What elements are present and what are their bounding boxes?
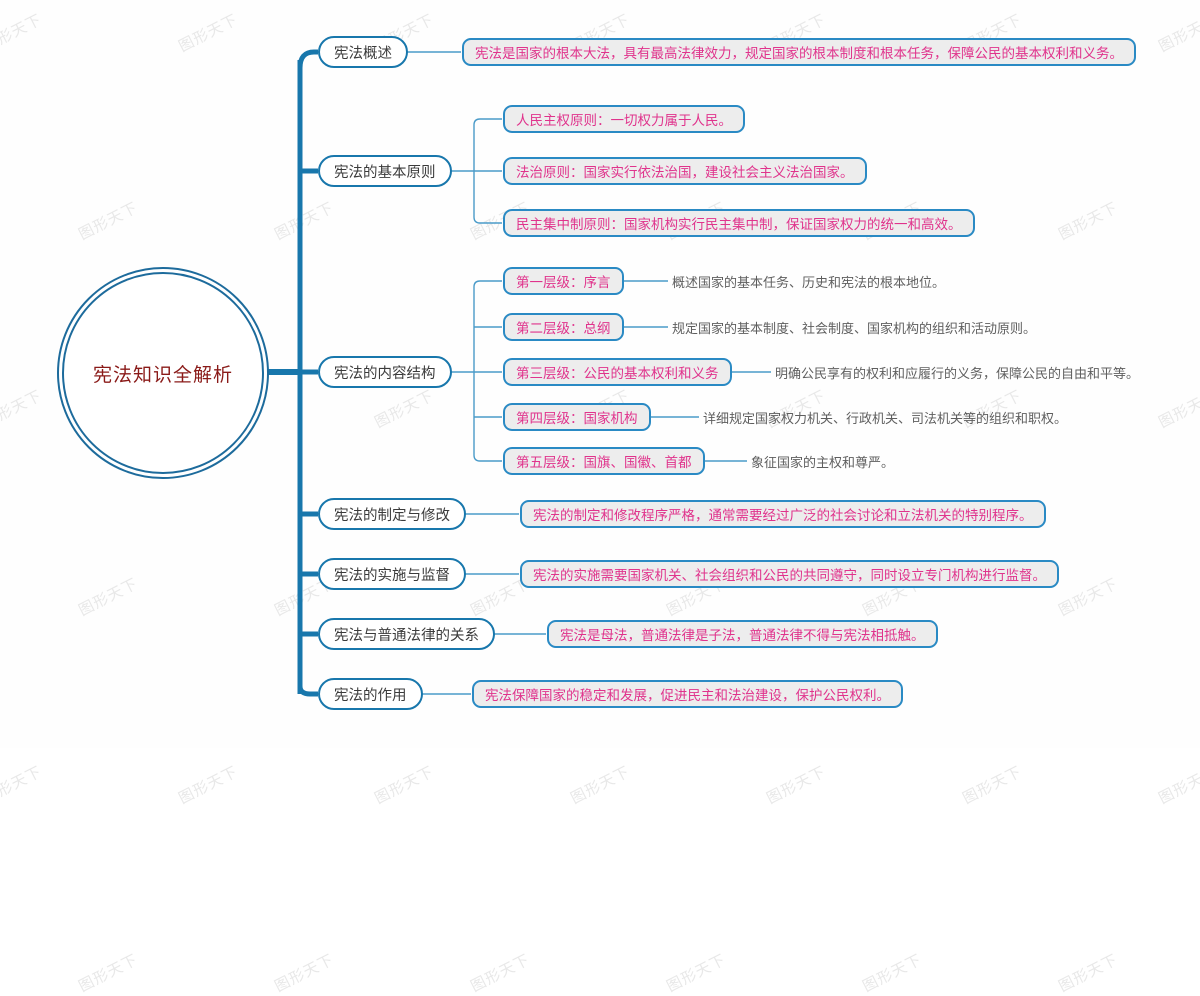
watermark-text: 图形天下 <box>859 950 925 996</box>
branch-label: 宪法的作用 <box>334 687 407 704</box>
watermark-text: 图形天下 <box>175 762 241 808</box>
detail-text-flag-emblem-capital: 象征国家的主权和尊严。 <box>751 451 894 471</box>
branch-label: 宪法与普通法律的关系 <box>334 627 479 644</box>
leaf-node-implementation-detail[interactable]: 宪法的实施需要国家机关、社会组织和公民的共同遵守，同时设立专门机构进行监督。 <box>520 560 1059 588</box>
leaf-node-overview-detail[interactable]: 宪法是国家的根本大法，具有最高法律效力，规定国家的根本制度和根本任务，保障公民的… <box>462 38 1136 66</box>
leaf-node-principle-democratic-centralism[interactable]: 民主集中制原则：国家机构实行民主集中制，保证国家权力的统一和高效。 <box>503 209 975 237</box>
watermark-text: 图形天下 <box>1055 950 1121 996</box>
detail-label: 详细规定国家权力机关、行政机关、司法机关等的组织和职权。 <box>703 411 1068 427</box>
branch-node-relation-to-ordinary-law[interactable]: 宪法与普通法律的关系 <box>318 618 495 650</box>
leaf-node-enactment-detail[interactable]: 宪法的制定和修改程序严格，通常需要经过广泛的社会讨论和立法机关的特别程序。 <box>520 500 1046 528</box>
root-node[interactable]: 宪法知识全解析 <box>62 272 264 474</box>
branch-label: 宪法的实施与监督 <box>334 567 450 584</box>
leaf-node-level2-general-provisions[interactable]: 第二层级：总纲 <box>503 313 624 341</box>
leaf-label: 法治原则：国家实行依法治国，建设社会主义法治国家。 <box>516 165 854 181</box>
branch-node-function[interactable]: 宪法的作用 <box>318 678 423 710</box>
branch-node-overview[interactable]: 宪法概述 <box>318 36 408 68</box>
watermark-text: 图形天下 <box>959 762 1025 808</box>
detail-label: 规定国家的基本制度、社会制度、国家机构的组织和活动原则。 <box>672 321 1037 337</box>
branch-label: 宪法的内容结构 <box>334 365 436 382</box>
leaf-label: 第一层级：序言 <box>516 275 611 291</box>
branch-label: 宪法的制定与修改 <box>334 507 450 524</box>
leaf-node-level5-flag-emblem-capital[interactable]: 第五层级：国旗、国徽、首都 <box>503 447 705 475</box>
branch-node-enactment-amendment[interactable]: 宪法的制定与修改 <box>318 498 466 530</box>
leaf-label: 民主集中制原则：国家机构实行民主集中制，保证国家权力的统一和高效。 <box>516 217 962 233</box>
leaf-label: 第二层级：总纲 <box>516 321 611 337</box>
leaf-label: 宪法保障国家的稳定和发展，促进民主和法治建设，保护公民权利。 <box>485 688 890 704</box>
branch-label: 宪法概述 <box>334 45 392 62</box>
leaf-label: 宪法是国家的根本大法，具有最高法律效力，规定国家的根本制度和根本任务，保障公民的… <box>475 46 1123 62</box>
leaf-label: 人民主权原则：一切权力属于人民。 <box>516 113 732 129</box>
watermark-text: 图形天下 <box>1155 762 1200 808</box>
branch-node-implementation-supervision[interactable]: 宪法的实施与监督 <box>318 558 466 590</box>
detail-label: 象征国家的主权和尊严。 <box>751 455 895 471</box>
detail-text-general-provisions: 规定国家的基本制度、社会制度、国家机构的组织和活动原则。 <box>672 317 1036 337</box>
leaf-node-relation-detail[interactable]: 宪法是母法，普通法律是子法，普通法律不得与宪法相抵触。 <box>547 620 938 648</box>
leaf-label: 第四层级：国家机构 <box>516 411 638 427</box>
leaf-node-principle-rule-of-law[interactable]: 法治原则：国家实行依法治国，建设社会主义法治国家。 <box>503 157 867 185</box>
watermark-text: 图形天下 <box>663 950 729 996</box>
leaf-label: 宪法是母法，普通法律是子法，普通法律不得与宪法相抵触。 <box>560 628 925 644</box>
root-label: 宪法知识全解析 <box>92 363 233 386</box>
detail-text-preamble: 概述国家的基本任务、历史和宪法的根本地位。 <box>672 271 945 291</box>
watermark-text: 图形天下 <box>0 762 45 808</box>
mindmap-canvas: 图形天下图形天下图形天下图形天下图形天下图形天下图形天下图形天下图形天下图形天下… <box>0 10 1200 996</box>
leaf-node-function-detail[interactable]: 宪法保障国家的稳定和发展，促进民主和法治建设，保护公民权利。 <box>472 680 903 708</box>
watermark-text: 图形天下 <box>371 762 437 808</box>
detail-text-citizen-rights-duties: 明确公民享有的权利和应履行的义务，保障公民的自由和平等。 <box>775 362 1139 382</box>
leaf-node-principle-popular-sovereignty[interactable]: 人民主权原则：一切权力属于人民。 <box>503 105 745 133</box>
leaf-label: 第三层级：公民的基本权利和义务 <box>516 366 719 382</box>
watermark-text: 图形天下 <box>75 950 141 996</box>
detail-label: 明确公民享有的权利和应履行的义务，保障公民的自由和平等。 <box>775 366 1140 382</box>
branch-node-basic-principles[interactable]: 宪法的基本原则 <box>318 155 452 187</box>
branch-node-content-structure[interactable]: 宪法的内容结构 <box>318 356 452 388</box>
branch-label: 宪法的基本原则 <box>334 164 436 181</box>
watermark-text: 图形天下 <box>567 762 633 808</box>
watermark-text: 图形天下 <box>467 950 533 996</box>
leaf-node-level1-preamble[interactable]: 第一层级：序言 <box>503 267 624 295</box>
watermark-text: 图形天下 <box>763 762 829 808</box>
detail-label: 概述国家的基本任务、历史和宪法的根本地位。 <box>672 275 946 291</box>
detail-text-state-organs: 详细规定国家权力机关、行政机关、司法机关等的组织和职权。 <box>703 407 1067 427</box>
leaf-label: 第五层级：国旗、国徽、首都 <box>516 455 692 471</box>
leaf-label: 宪法的实施需要国家机关、社会组织和公民的共同遵守，同时设立专门机构进行监督。 <box>533 568 1046 584</box>
leaf-node-level4-state-organs[interactable]: 第四层级：国家机构 <box>503 403 651 431</box>
watermark-text: 图形天下 <box>271 950 337 996</box>
leaf-node-level3-citizen-rights-duties[interactable]: 第三层级：公民的基本权利和义务 <box>503 358 732 386</box>
leaf-label: 宪法的制定和修改程序严格，通常需要经过广泛的社会讨论和立法机关的特别程序。 <box>533 508 1033 524</box>
